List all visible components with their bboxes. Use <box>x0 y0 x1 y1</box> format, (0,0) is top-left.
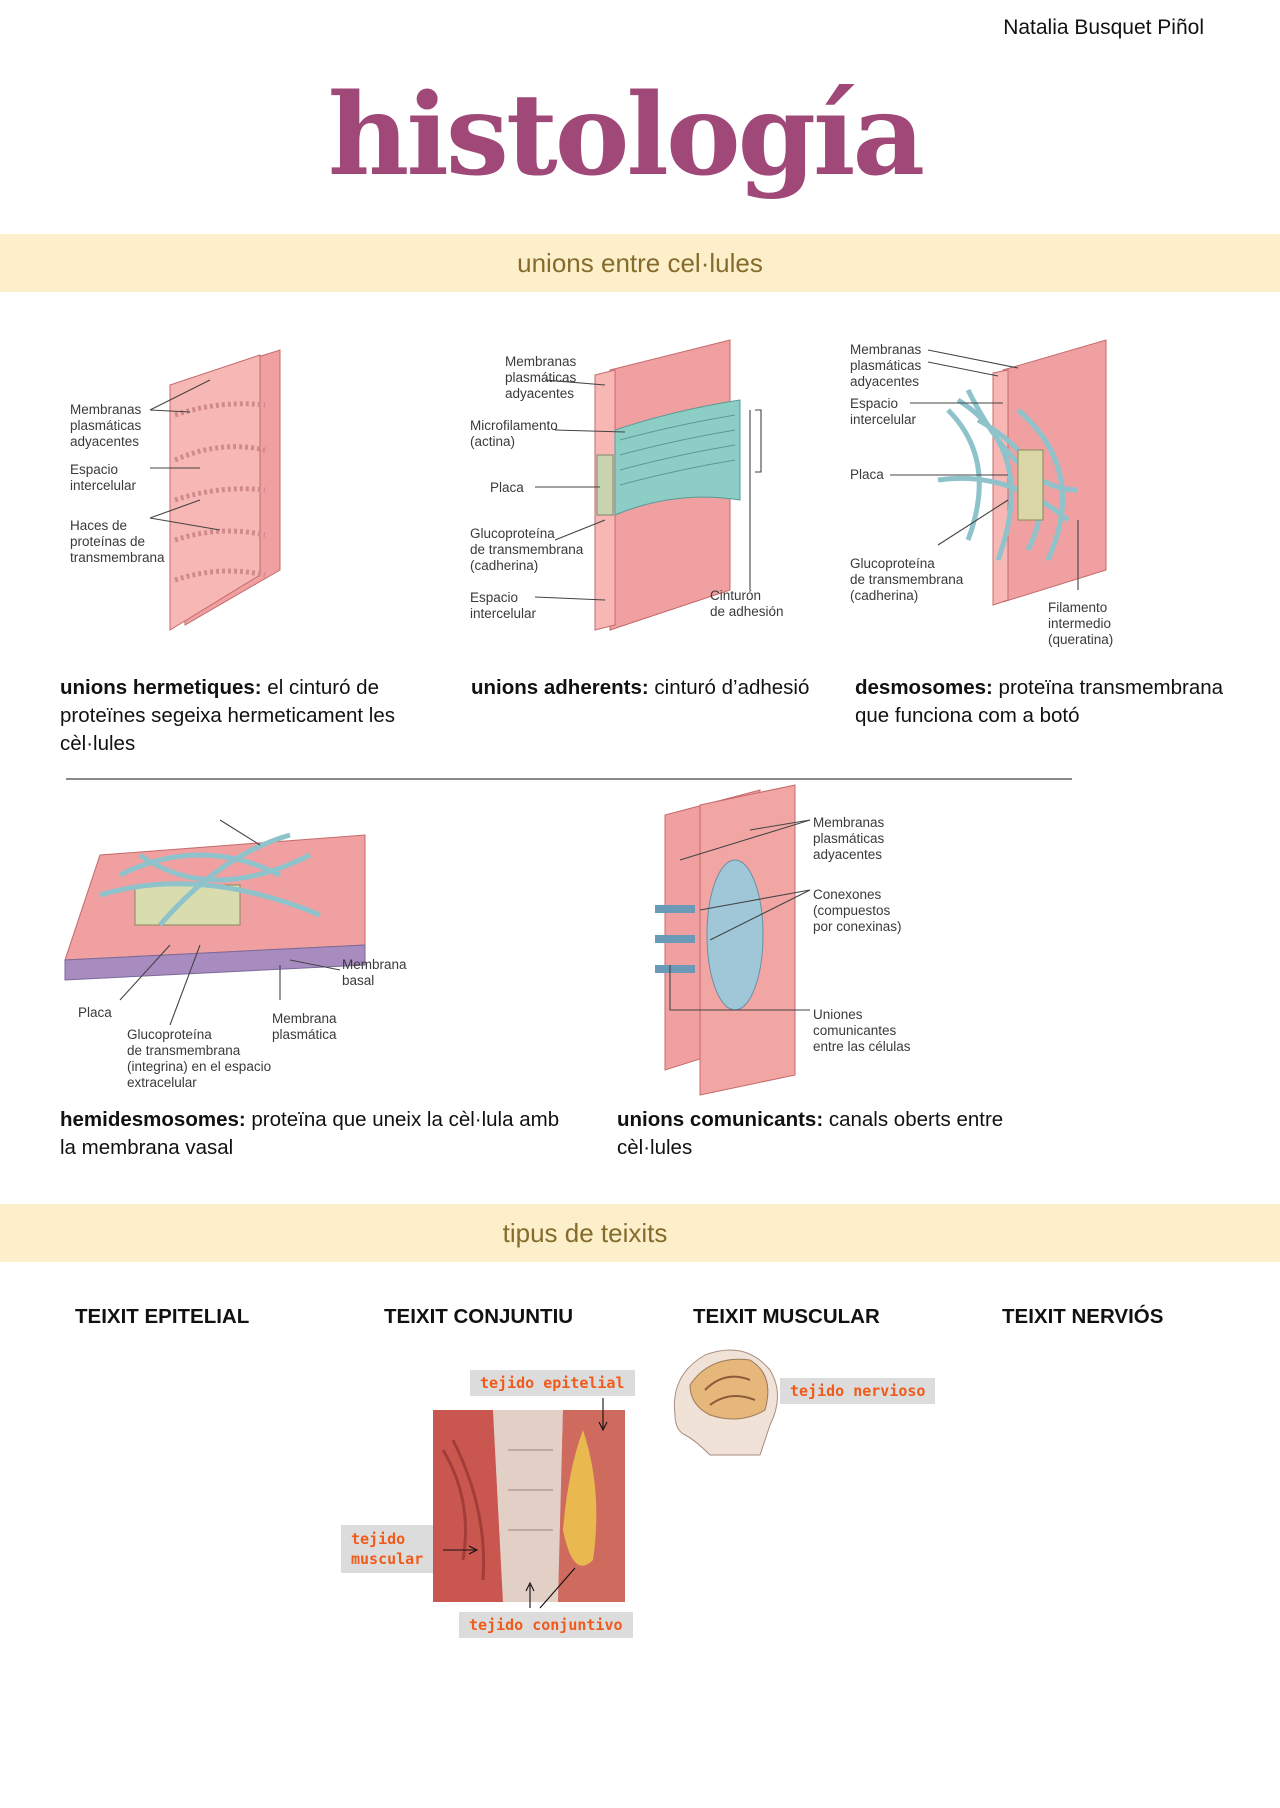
caption-hemidesmosome: hemidesmosomes: proteïna que uneix la cè… <box>60 1108 560 1159</box>
label-membranas: Membranas plasmáticas adyacentes <box>505 354 577 401</box>
section-band-tissues: tipus de teixits <box>0 1204 1280 1262</box>
label-espacio: Espacio intercelular <box>70 462 137 493</box>
torso-figure <box>433 1410 625 1602</box>
label-espacio: Espacio intercelular <box>470 590 537 621</box>
label-placa: Placa <box>490 480 524 495</box>
tissue-epitelial: TEIXIT EPITELIAL <box>75 1305 250 1328</box>
label-microfilamento: Microfilamento (actina) <box>470 418 558 449</box>
tissue-conjuntiu: TEIXIT CONJUNTIU <box>384 1305 574 1328</box>
gap-junction-illustration <box>655 784 811 1096</box>
tissue-nervios: TEIXIT NERVIÓS <box>1002 1305 1164 1328</box>
label-glucoproteina: Glucoproteína de transmembrana (cadherin… <box>850 556 964 603</box>
tag-tejido-conjuntivo: tejido conjuntivo <box>459 1612 633 1638</box>
label-conexones: Conexones (compuestos por conexinas) <box>813 887 902 934</box>
label-membranas: Membranas plasmáticas adyacentes <box>70 402 142 449</box>
label-cinturon: Cinturón de adhesión <box>710 588 784 619</box>
label-placa: Placa <box>78 1005 112 1020</box>
caption-tight-junction: unions hermetiques: el cinturó de proteï… <box>60 676 396 755</box>
head-figure <box>673 1349 778 1456</box>
caption-gap-junction: unions comunicants: canals oberts entre … <box>617 1108 1004 1159</box>
tissue-muscular: TEIXIT MUSCULAR <box>693 1305 880 1328</box>
section-divider <box>66 778 1072 780</box>
label-membranas: Membranas plasmáticas adyacentes <box>813 815 885 862</box>
gap-junction-figure: Membranas plasmáticas adyacentes Conexon… <box>640 784 950 1096</box>
tight-junction-figure: Membranas plasmáticas adyacentes Espacio… <box>50 340 350 640</box>
label-membrana-plasmatica: Membrana plasmática <box>272 1011 337 1042</box>
tight-junction-illustration <box>149 349 281 631</box>
hemidesmosome-illustration <box>64 819 366 1026</box>
tag-tejido-muscular: tejido muscular <box>341 1525 434 1573</box>
label-membranas: Membranas plasmáticas adyacentes <box>850 342 922 389</box>
section-title: tipus de teixits <box>502 1217 668 1248</box>
caption-adherens-junction: unions adherents: cinturó d’adhesió <box>471 676 810 699</box>
label-uniones: Uniones comunicantes entre las células <box>813 1007 911 1054</box>
desmosome-illustration <box>890 339 1107 606</box>
page-title: histología <box>327 70 925 201</box>
head-illustration <box>665 1345 785 1457</box>
label-haces: Haces de proteínas de transmembrana <box>70 518 165 565</box>
label-espacio: Espacio intercelular <box>850 396 917 427</box>
adherens-junction-illustration <box>534 339 762 631</box>
tag-tejido-nervioso: tejido nervioso <box>780 1378 936 1404</box>
desmosome-figure: Membranas plasmáticas adyacentes Espacio… <box>848 339 1178 647</box>
label-filamento: Filamento intermedio (queratina) <box>1048 600 1114 647</box>
label-membrana-basal: Membrana basal <box>342 957 407 988</box>
label-glucoproteina: Glucoproteína de transmembrana (integrin… <box>127 1027 272 1090</box>
torso-illustration <box>433 1410 625 1602</box>
author-name: Natalia Busquet Piñol <box>1003 16 1204 39</box>
caption-desmosome: desmosomes: proteïna transmembrana que f… <box>855 676 1224 727</box>
section-title: unions entre cel·lules <box>517 247 763 278</box>
label-glucoproteina: Glucoproteína de transmembrana (cadherin… <box>470 526 584 573</box>
label-placa: Placa <box>850 467 884 482</box>
adherens-junction-figure: Membranas plasmáticas adyacentes Microfi… <box>465 339 815 640</box>
tag-tejido-epitelial: tejido epitelial <box>470 1370 635 1396</box>
hemidesmosome-figure: Membrana basal Placa Membrana plasmática… <box>60 815 440 1095</box>
section-band-junctions: unions entre cel·lules <box>0 234 1280 292</box>
